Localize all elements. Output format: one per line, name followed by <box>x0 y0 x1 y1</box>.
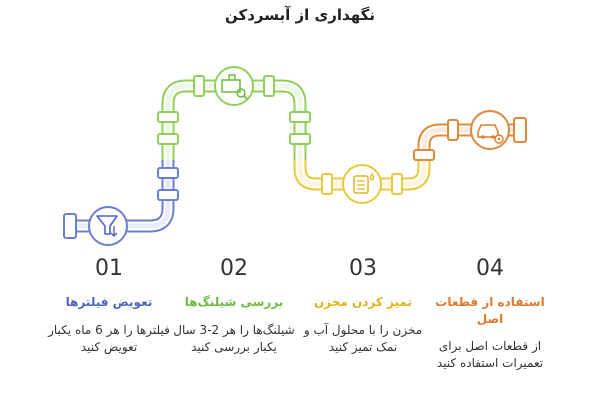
tank-clean-icon <box>353 172 375 194</box>
step-4-number: 04 <box>476 256 504 281</box>
step-2-description: شیلنگ‌ها را هر 2-3 سال یکبار بررسی کنید <box>173 323 295 354</box>
step-1-title: تعویض فیلترها <box>65 295 153 309</box>
step-2-number: 02 <box>220 256 248 281</box>
step-3-title: تمیز کردن مخزن <box>314 295 412 309</box>
step-4-description: از قطعات اصل برای تعمیرات استفاده کنید <box>436 339 544 370</box>
step-4-title: استفاده از قطعات اصل <box>435 295 545 326</box>
step-1-number: 01 <box>95 256 123 281</box>
pipe-inspect-icon <box>221 74 248 100</box>
car-gear-icon <box>477 124 504 144</box>
step-3-number: 03 <box>349 256 377 281</box>
filter-icon <box>96 215 118 237</box>
pipe-segment-orange <box>413 110 527 161</box>
step-1-description: فیلترها را هر 6 ماه یکبار تعویض کنید <box>48 323 170 354</box>
page-title: نگهداری از آبسردکن <box>225 6 375 24</box>
pipe-segment-blue <box>63 160 179 246</box>
step-2-title: بررسی شیلنگ‌ها <box>184 295 284 309</box>
step-3-description: مخزن را با محلول آب و نمک تمیز کنید <box>303 323 423 354</box>
pipe-segment-green <box>157 66 311 160</box>
pipe-segment-yellow <box>293 160 431 204</box>
